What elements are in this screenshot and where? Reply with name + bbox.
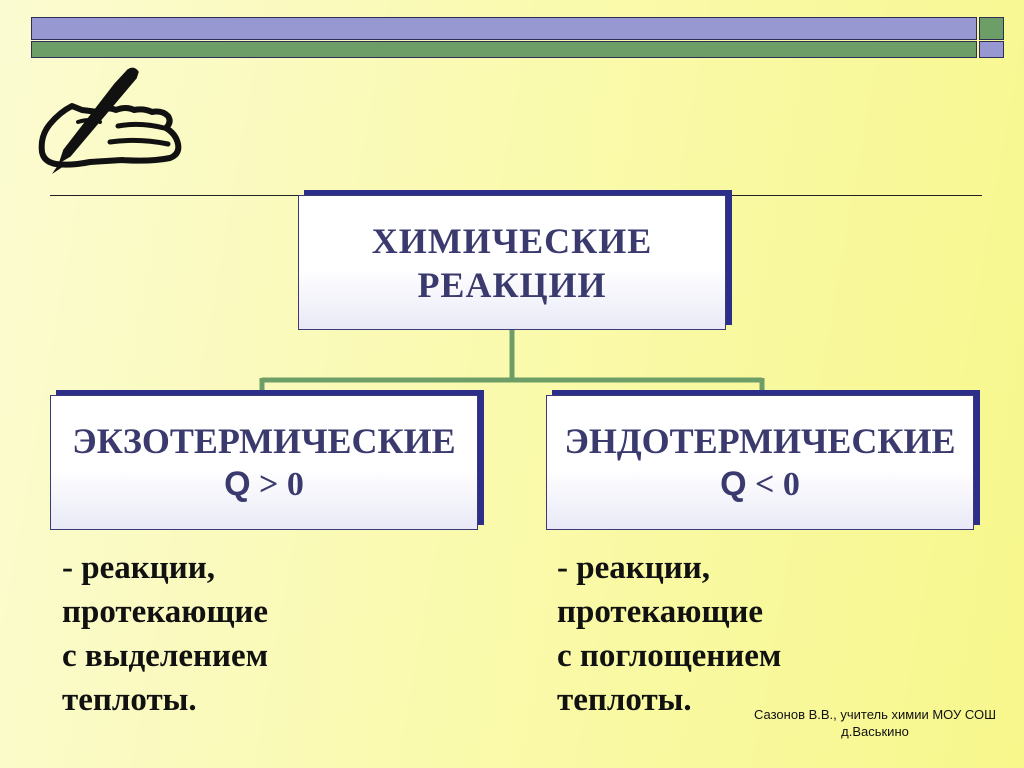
root-node-line2: РЕАКЦИИ <box>417 264 607 305</box>
description-line: теплоты. <box>557 682 692 718</box>
description-line: протекающие <box>557 594 764 630</box>
author-credit: Сазонов В.В., учитель химии МОУ СОШ д.Ва… <box>730 706 1020 740</box>
node-endothermic-q: Q < 0 <box>720 463 800 506</box>
node-endothermic: ЭНДОТЕРМИЧЕСКИЕ Q < 0 <box>546 395 974 530</box>
description-line: - реакции, <box>62 550 216 586</box>
hand-writing-icon <box>38 67 182 174</box>
header-bar-blue <box>31 17 977 40</box>
header-corner-blue <box>979 41 1004 58</box>
q-symbol: Q <box>720 465 747 503</box>
author-line2: д.Васькино <box>841 724 909 739</box>
node-endothermic-title: ЭНДОТЕРМИЧЕСКИЕ <box>564 421 956 461</box>
q-symbol: Q <box>224 465 251 503</box>
node-exothermic-q: Q > 0 <box>224 463 304 506</box>
endothermic-description: - реакции, протекающие с поглощением теп… <box>557 546 781 722</box>
q-relation: > 0 <box>250 466 304 503</box>
description-line: с поглощением <box>557 638 782 674</box>
description-line: с выделением <box>62 638 269 674</box>
exothermic-description: - реакции, протекающие с выделением тепл… <box>62 546 268 722</box>
node-exothermic: ЭКЗОТЕРМИЧЕСКИЕ Q > 0 <box>50 395 478 530</box>
node-exothermic-title: ЭКЗОТЕРМИЧЕСКИЕ <box>72 421 456 461</box>
header-bar-green <box>31 41 977 58</box>
root-node-chemical-reactions: ХИМИЧЕСКИЕ РЕАКЦИИ <box>298 195 726 330</box>
description-line: - реакции, <box>557 550 711 586</box>
q-relation: < 0 <box>746 466 800 503</box>
author-line1: Сазонов В.В., учитель химии МОУ СОШ <box>754 707 996 722</box>
header-corner-green <box>979 17 1004 40</box>
description-line: теплоты. <box>62 682 197 718</box>
root-node-line1: ХИМИЧЕСКИЕ <box>371 220 653 261</box>
description-line: протекающие <box>62 594 269 630</box>
